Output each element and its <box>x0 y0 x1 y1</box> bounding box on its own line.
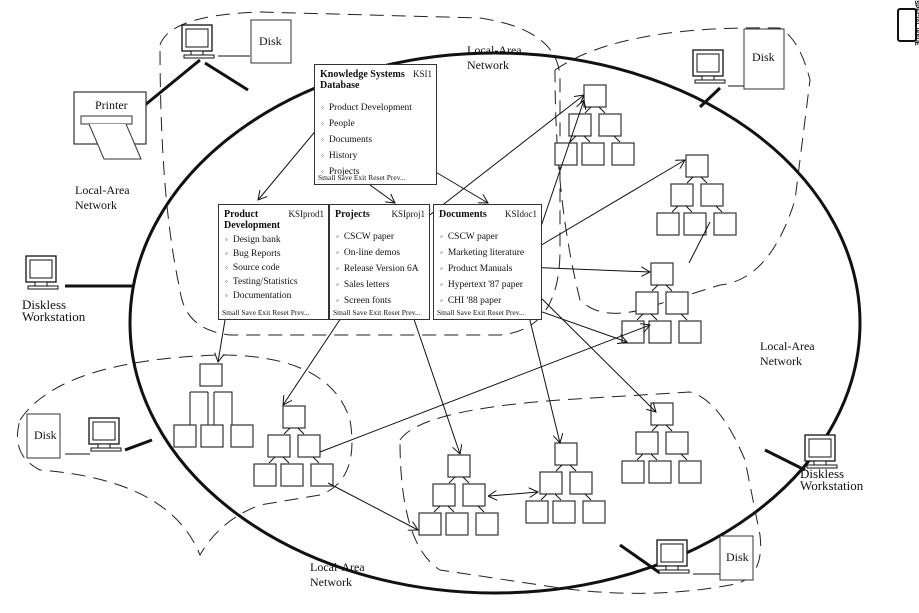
disk-label-1: Disk <box>259 34 282 49</box>
workstation-text: Workstation <box>800 478 864 493</box>
diskless-workstation-icon <box>25 255 59 290</box>
disk-icon <box>743 28 785 90</box>
card-projects[interactable]: Projects KSIproj1 CSCW paper On-line dem… <box>329 204 430 320</box>
document-tree <box>525 442 606 524</box>
disk-label-3: Disk <box>34 428 57 443</box>
card-item[interactable]: Testing/Statistics <box>225 275 298 289</box>
diskless-workstation-label-2: Diskless Workstation <box>800 466 864 493</box>
card-item[interactable]: Marketing literature <box>440 245 524 261</box>
card-footer-buttons[interactable]: Small Save Exit Reset Prev... <box>222 308 310 317</box>
document-tree <box>621 402 702 484</box>
card-item-list: Product Development People Documents His… <box>321 100 412 180</box>
card-item[interactable]: Screen fonts <box>336 293 419 309</box>
lan-label-line1: Local-Area <box>467 43 522 57</box>
card-item[interactable]: Product Development <box>321 100 412 116</box>
lan-label-line1: Local-Area <box>760 339 815 353</box>
card-code: KSIdoc1 <box>505 209 537 219</box>
workstation-icon <box>692 49 726 84</box>
card-item[interactable]: Design bank <box>225 233 298 247</box>
zone-top-right <box>554 27 811 314</box>
card-item[interactable]: CSCW paper <box>336 229 419 245</box>
lan-label: Local-Area Network <box>75 183 130 213</box>
lan-label-line1: Local-Area <box>310 560 365 574</box>
card-item[interactable]: Release Version 6A <box>336 261 419 277</box>
card-item[interactable]: Bug Reports <box>225 247 298 261</box>
card-item-list: Design bank Bug Reports Source code Test… <box>225 233 298 303</box>
card-code: KSI1 <box>412 69 432 79</box>
document-tree <box>173 363 254 448</box>
card-footer-buttons[interactable]: Small Save Exit Reset Prev... <box>333 308 421 317</box>
card-code: KSIprod1 <box>288 209 325 219</box>
card-documents[interactable]: Documents KSIdoc1 CSCW paper Marketing l… <box>433 204 542 320</box>
lan-label: Local-Area Network <box>467 43 522 73</box>
zone-top-left <box>159 11 561 336</box>
diskless-text: Diskless <box>800 466 845 481</box>
lan-label: Local-Area Network <box>760 339 815 369</box>
lan-label-line2: Network <box>467 58 509 72</box>
card-item[interactable]: Documents <box>321 132 412 148</box>
card-title: Projects <box>335 209 370 220</box>
diskless-workstation-icon <box>804 434 838 469</box>
main-lan-ring <box>128 51 862 595</box>
workstation-icon <box>656 539 690 574</box>
card-title: Documents <box>439 209 487 220</box>
document-tree <box>418 454 499 536</box>
card-item[interactable]: Sales letters <box>336 277 419 293</box>
zone-left <box>17 354 353 557</box>
document-tree <box>656 154 737 236</box>
printer-icon <box>73 91 147 160</box>
card-item[interactable]: Hypertext '87 paper <box>440 277 524 293</box>
workstation-icon <box>88 417 122 452</box>
disk-icon <box>719 535 754 581</box>
lan-label-line1: Local-Area <box>75 183 130 197</box>
disk-icon <box>26 413 61 459</box>
lan-label-line2: Network <box>75 198 117 212</box>
card-product-development[interactable]: Product Development KSIprod1 Design bank… <box>218 204 329 320</box>
document-tree <box>253 405 334 487</box>
card-title: Product Development <box>224 209 281 231</box>
special-issue-badge: SPECIAL ISSUE <box>897 0 919 46</box>
lan-label: Local-Area Network <box>310 560 365 590</box>
disk-text: Disk <box>259 34 282 48</box>
card-title: Knowledge Systems Database <box>320 69 405 91</box>
workstation-text: Workstation <box>22 309 86 324</box>
card-item[interactable]: People <box>321 116 412 132</box>
disk-icon <box>250 19 292 64</box>
card-knowledge-systems-database[interactable]: Knowledge Systems Database KSI1 Product … <box>314 64 437 185</box>
card-item-list: CSCW paper On-line demos Release Version… <box>336 229 419 309</box>
card-item[interactable]: Product Manuals <box>440 261 524 277</box>
card-item[interactable]: On-line demos <box>336 245 419 261</box>
disk-label-4: Disk <box>726 550 749 565</box>
document-tree <box>554 84 635 166</box>
card-item-list: CSCW paper Marketing literature Product … <box>440 229 524 309</box>
diskless-text: Diskless <box>22 297 67 312</box>
card-footer-buttons[interactable]: Small Save Exit Reset Prev... <box>318 173 406 182</box>
card-item[interactable]: Documentation <box>225 289 298 303</box>
disk-text: Disk <box>752 50 775 64</box>
badge-text: SPECIAL ISSUE <box>912 0 919 46</box>
disk-text: Disk <box>726 550 749 564</box>
card-item[interactable]: History <box>321 148 412 164</box>
card-item[interactable]: Projects <box>321 164 412 180</box>
card-item[interactable]: CHI '88 paper <box>440 293 524 309</box>
lan-label-line2: Network <box>760 354 802 368</box>
workstation-icon <box>181 24 215 59</box>
disk-label-2: Disk <box>752 50 775 65</box>
disk-text: Disk <box>34 428 57 442</box>
diskless-workstation-label: Diskless Workstation <box>22 297 86 324</box>
card-footer-buttons[interactable]: Small Save Exit Reset Prev... <box>437 308 525 317</box>
card-item[interactable]: CSCW paper <box>440 229 524 245</box>
printer-label: Printer <box>95 98 128 113</box>
card-code: KSIproj1 <box>391 209 426 219</box>
printer-text: Printer <box>95 98 128 112</box>
card-item[interactable]: Source code <box>225 261 298 275</box>
lan-label-line2: Network <box>310 575 352 589</box>
